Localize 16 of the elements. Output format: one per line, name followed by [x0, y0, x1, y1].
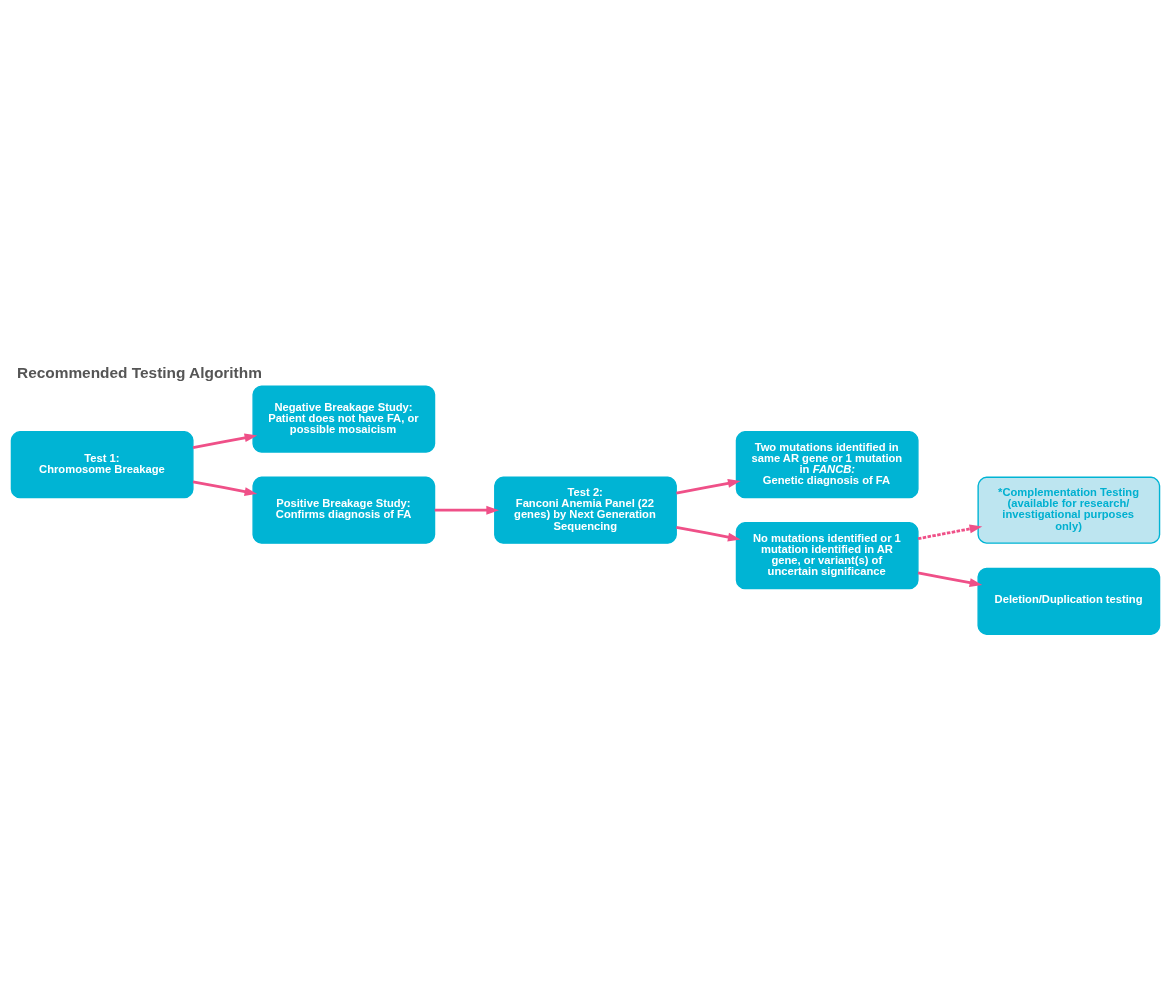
arrow: [434, 505, 499, 515]
arrow: [917, 571, 983, 587]
arrow: [676, 525, 741, 542]
arrow: [192, 433, 258, 449]
node-box: Deletion/Duplication testing: [977, 567, 1161, 635]
arrow: [192, 480, 258, 496]
arrow: [917, 524, 983, 541]
node-box: No mutations identified or 1 mutation identified in AR gene, or variant(s) of uncertain significance: [735, 522, 919, 590]
node-box: Test 1: Chromosome Breakage: [10, 431, 194, 499]
node-box: *Complementation Testing (available for research/ investigational purposes only): [977, 476, 1161, 544]
node-box: Two mutations identified in same AR gene or 1 mutation in FANCB: Genetic diagnosis of FA: [735, 431, 919, 499]
diagram-title: Recommended Testing Algorithm: [17, 364, 262, 382]
node-box: Negative Breakage Study: Patient does not have FA, or possible mosaicism: [252, 385, 436, 453]
node-box: Positive Breakage Study: Confirms diagnosis of FA: [252, 476, 436, 544]
node-box: Test 2: Fanconi Anemia Panel (22 genes) by Next Generation Sequencing: [494, 476, 677, 544]
arrow: [676, 478, 741, 495]
